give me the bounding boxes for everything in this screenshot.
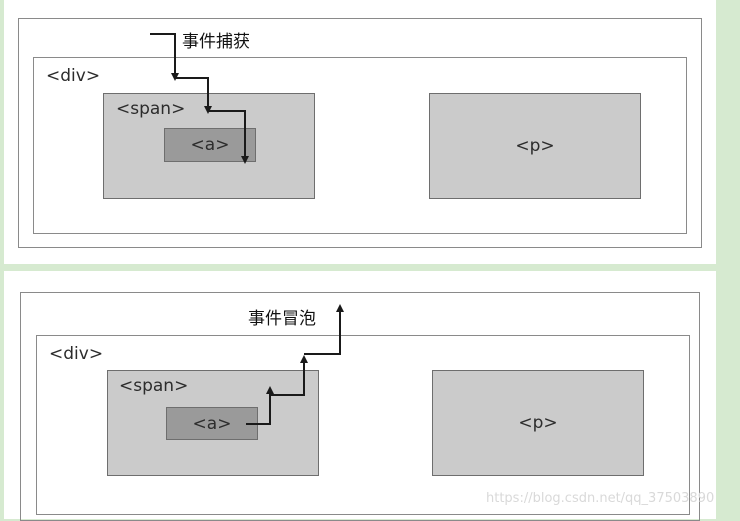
- capture-p-box: <p>: [429, 93, 641, 199]
- bubble-a-box: <a>: [166, 407, 258, 440]
- capture-span-label: <span>: [116, 99, 186, 119]
- capture-div-label: <div>: [46, 66, 101, 86]
- bubble-div-frame: [36, 335, 690, 515]
- bubble-caption: 事件冒泡: [248, 309, 316, 329]
- bubble-a-label: <a>: [192, 413, 232, 434]
- capture-a-box: <a>: [164, 128, 256, 162]
- capture-p-label: <p>: [515, 136, 555, 156]
- bubble-arrow: [246, 304, 344, 425]
- capture-panel: <div> <span> <a> <p> 事件捕获: [4, 0, 716, 264]
- watermark: https://blog.csdn.net/qq_37503890: [486, 491, 715, 506]
- bubble-panel: <div> <span> <a> <p> 事件冒泡: [4, 271, 716, 521]
- bubble-span-label: <span>: [119, 376, 189, 396]
- capture-div-frame: [33, 57, 687, 234]
- capture-a-label: <a>: [190, 135, 230, 155]
- capture-caption: 事件捕获: [182, 32, 250, 52]
- bubble-p-box: <p>: [432, 370, 644, 476]
- bubble-p-label: <p>: [518, 413, 558, 433]
- capture-outer-frame: [18, 18, 702, 248]
- capture-arrow: [150, 33, 249, 164]
- bubble-div-label: <div>: [49, 344, 104, 364]
